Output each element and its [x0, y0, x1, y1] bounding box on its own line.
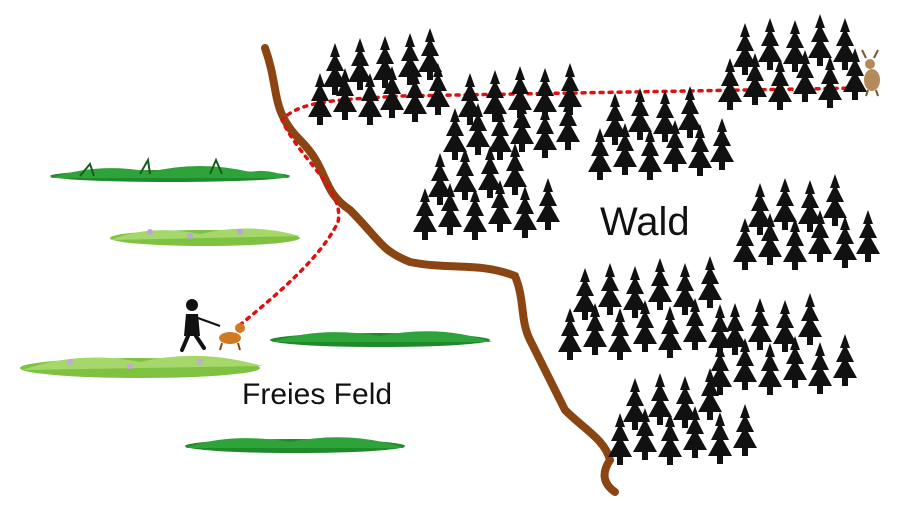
field-label: Freies Feld: [242, 378, 393, 411]
fir-tree-icon: [558, 256, 732, 360]
fir-tree-icon: [588, 86, 734, 180]
deer-icon: [861, 49, 880, 97]
grass-tuft-icon: [50, 156, 290, 182]
fir-tree-icon: [708, 293, 857, 395]
dog-icon: [219, 323, 245, 351]
fir-tree-icon: [413, 143, 560, 240]
fir-tree-icon: [608, 368, 757, 465]
grass-tuft-icon: [110, 228, 300, 246]
tracking-path: [238, 86, 862, 327]
grass-tuft-icon: [20, 355, 262, 378]
fir-tree-icon: [443, 63, 582, 160]
fir-tree-icon: [718, 14, 867, 110]
forest-boundary-line: [261, 44, 619, 496]
walking-person-icon: [180, 299, 221, 352]
grass-tuft-icon: [270, 331, 492, 347]
grass-area: [20, 156, 492, 453]
fir-tree-icon: [733, 174, 880, 270]
grass-tuft-icon: [185, 437, 405, 453]
forest-trees: [308, 14, 880, 465]
forest-label: Wald: [600, 200, 690, 244]
fir-tree-icon: [308, 28, 450, 125]
